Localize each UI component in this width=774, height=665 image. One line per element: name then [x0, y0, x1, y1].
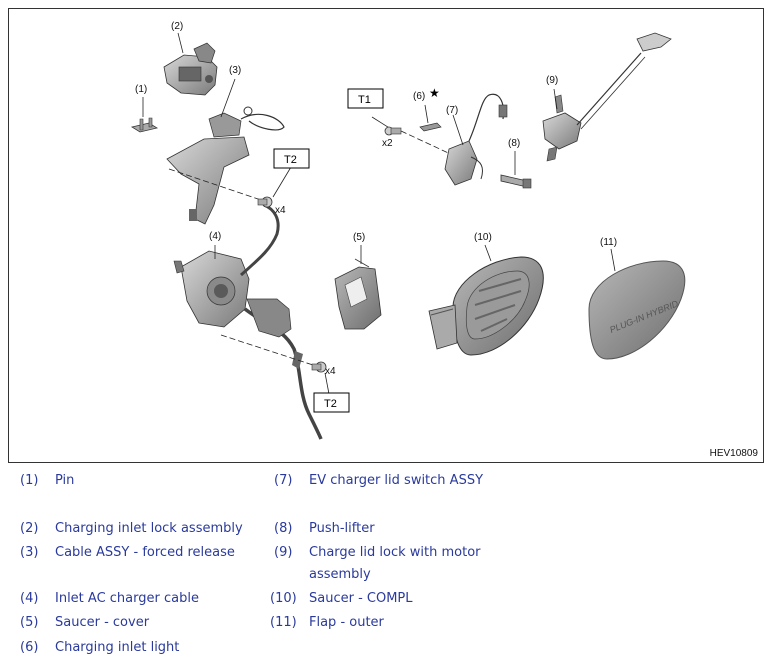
part-charging-inlet-lock: [163, 42, 218, 96]
part-charge-lid-lock-motor: [542, 32, 672, 162]
svg-text:T1: T1: [358, 94, 371, 106]
callout-10: (10): [474, 232, 492, 243]
callout-3: (3): [229, 65, 241, 76]
part-saucer-compl: [428, 256, 544, 356]
diagram-canvas: PLUG-IN HYBRID (1) (2) (3) (4) (5) (6) ★…: [130, 21, 686, 440]
torque-box-t1: T1: [347, 88, 384, 109]
parts-legend: (1) Pin (2) Charging inlet lock assembly…: [20, 473, 484, 655]
svg-text:T2: T2: [324, 398, 337, 410]
callout-6: (6): [413, 91, 425, 102]
callout-1: (1): [135, 84, 147, 95]
figure-code: HEV10809: [709, 448, 758, 459]
callout-4: (4): [209, 231, 221, 242]
part-pin: [130, 117, 159, 133]
part-forced-release-cable: [166, 106, 285, 225]
bolt-top-t2: [257, 196, 273, 208]
callout-11: (11): [600, 237, 617, 248]
torque-box-t2-top: T2: [273, 148, 310, 169]
callout-2: (2): [171, 21, 183, 32]
bolt-bottom-t2: [311, 361, 327, 373]
part-charging-inlet-light: [419, 122, 442, 132]
part-inlet-ac-charger-cable: [173, 203, 323, 440]
torque-box-t2-bottom: T2: [313, 392, 350, 413]
part-push-lifter: [500, 174, 532, 189]
multiplier-t2-top: x4: [275, 205, 286, 216]
callout-7: (7): [446, 105, 458, 116]
part-ev-charger-lid-switch: [444, 93, 508, 186]
part-saucer-cover: [334, 258, 382, 330]
part-flap-outer: PLUG-IN HYBRID: [588, 260, 686, 360]
callout-5: (5): [353, 232, 365, 243]
exploded-parts-diagram: PLUG-IN HYBRID (1) (2) (3) (4) (5) (6) ★…: [8, 8, 764, 463]
callout-8: (8): [508, 138, 520, 149]
callout-9: (9): [546, 75, 558, 86]
svg-text:T2: T2: [284, 154, 297, 166]
star-icon: ★: [429, 86, 440, 100]
multiplier-t2-bottom: x4: [325, 366, 336, 377]
bolt-t1: [384, 126, 402, 136]
multiplier-t1: x2: [382, 138, 393, 149]
